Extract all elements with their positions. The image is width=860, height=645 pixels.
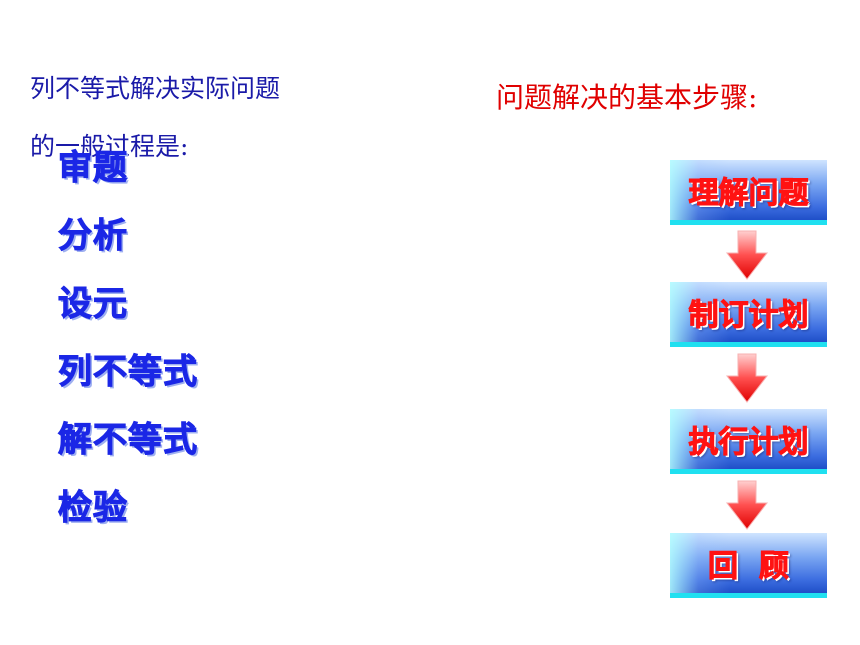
flow-box-execute: 执行计划 xyxy=(670,409,827,474)
intro-line-2: 的一般过程是: xyxy=(30,132,189,161)
step-item-review: 审题 xyxy=(58,148,128,189)
step-item-solve-inequality: 解不等式 xyxy=(58,420,198,461)
flow-title: 问题解决的基本步骤: xyxy=(496,81,758,114)
step-item-set-variable: 设元 xyxy=(58,284,128,325)
process-steps-list: 审题 分析 设元 列不等式 解不等式 检验 xyxy=(58,146,198,554)
down-arrow-icon xyxy=(725,229,769,281)
flow-box-plan: 制订计划 xyxy=(670,282,827,347)
intro-line-1: 列不等式解决实际问题 xyxy=(30,74,281,103)
intro-text: 列不等式解决实际问题 的一般过程是: xyxy=(30,60,350,176)
step-item-verify: 检验 xyxy=(58,488,128,529)
flow-box-review: 回 顾 xyxy=(670,533,827,598)
flow-box-understand: 理解问题 xyxy=(670,160,827,225)
step-item-write-inequality: 列不等式 xyxy=(58,352,198,393)
down-arrow-icon xyxy=(725,352,769,404)
down-arrow-icon xyxy=(725,479,769,531)
step-item-analyze: 分析 xyxy=(58,216,128,257)
